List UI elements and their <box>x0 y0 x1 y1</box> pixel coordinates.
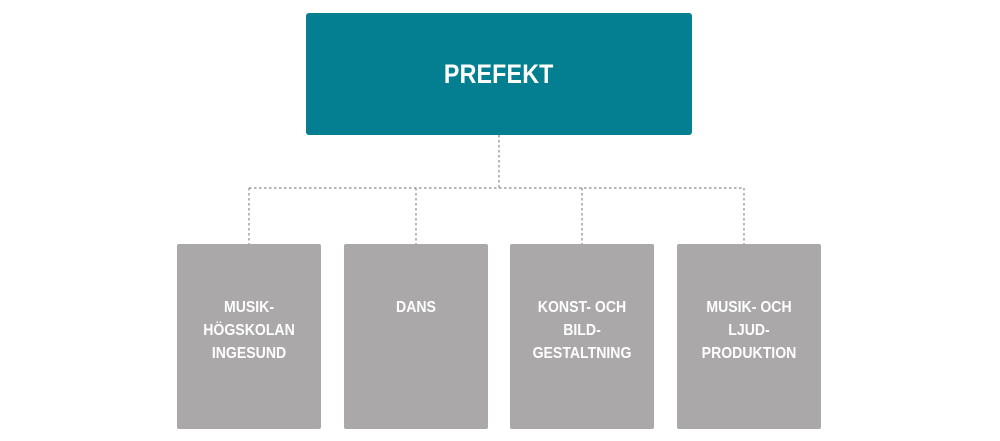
department-node-konst-och-bildgestaltning: KONST- OCH BILD- GESTALTNING <box>510 244 654 429</box>
department-label: KONST- OCH BILD- GESTALTNING <box>532 299 632 362</box>
head-node-label: PREFEKT <box>444 58 554 89</box>
department-node-musik-och-ljudproduktion: MUSIK- OCH LJUD- PRODUKTION <box>677 244 821 429</box>
department-node-dans: DANS <box>344 244 488 429</box>
department-label: MUSIK- HÖGSKOLAN INGESUND <box>203 299 295 362</box>
department-label: MUSIK- OCH LJUD- PRODUKTION <box>701 299 797 362</box>
department-label: DANS <box>396 299 436 316</box>
head-node-prefekt: PREFEKT <box>306 13 692 135</box>
department-node-musikhogskolan-ingesund: MUSIK- HÖGSKOLAN INGESUND <box>177 244 321 429</box>
